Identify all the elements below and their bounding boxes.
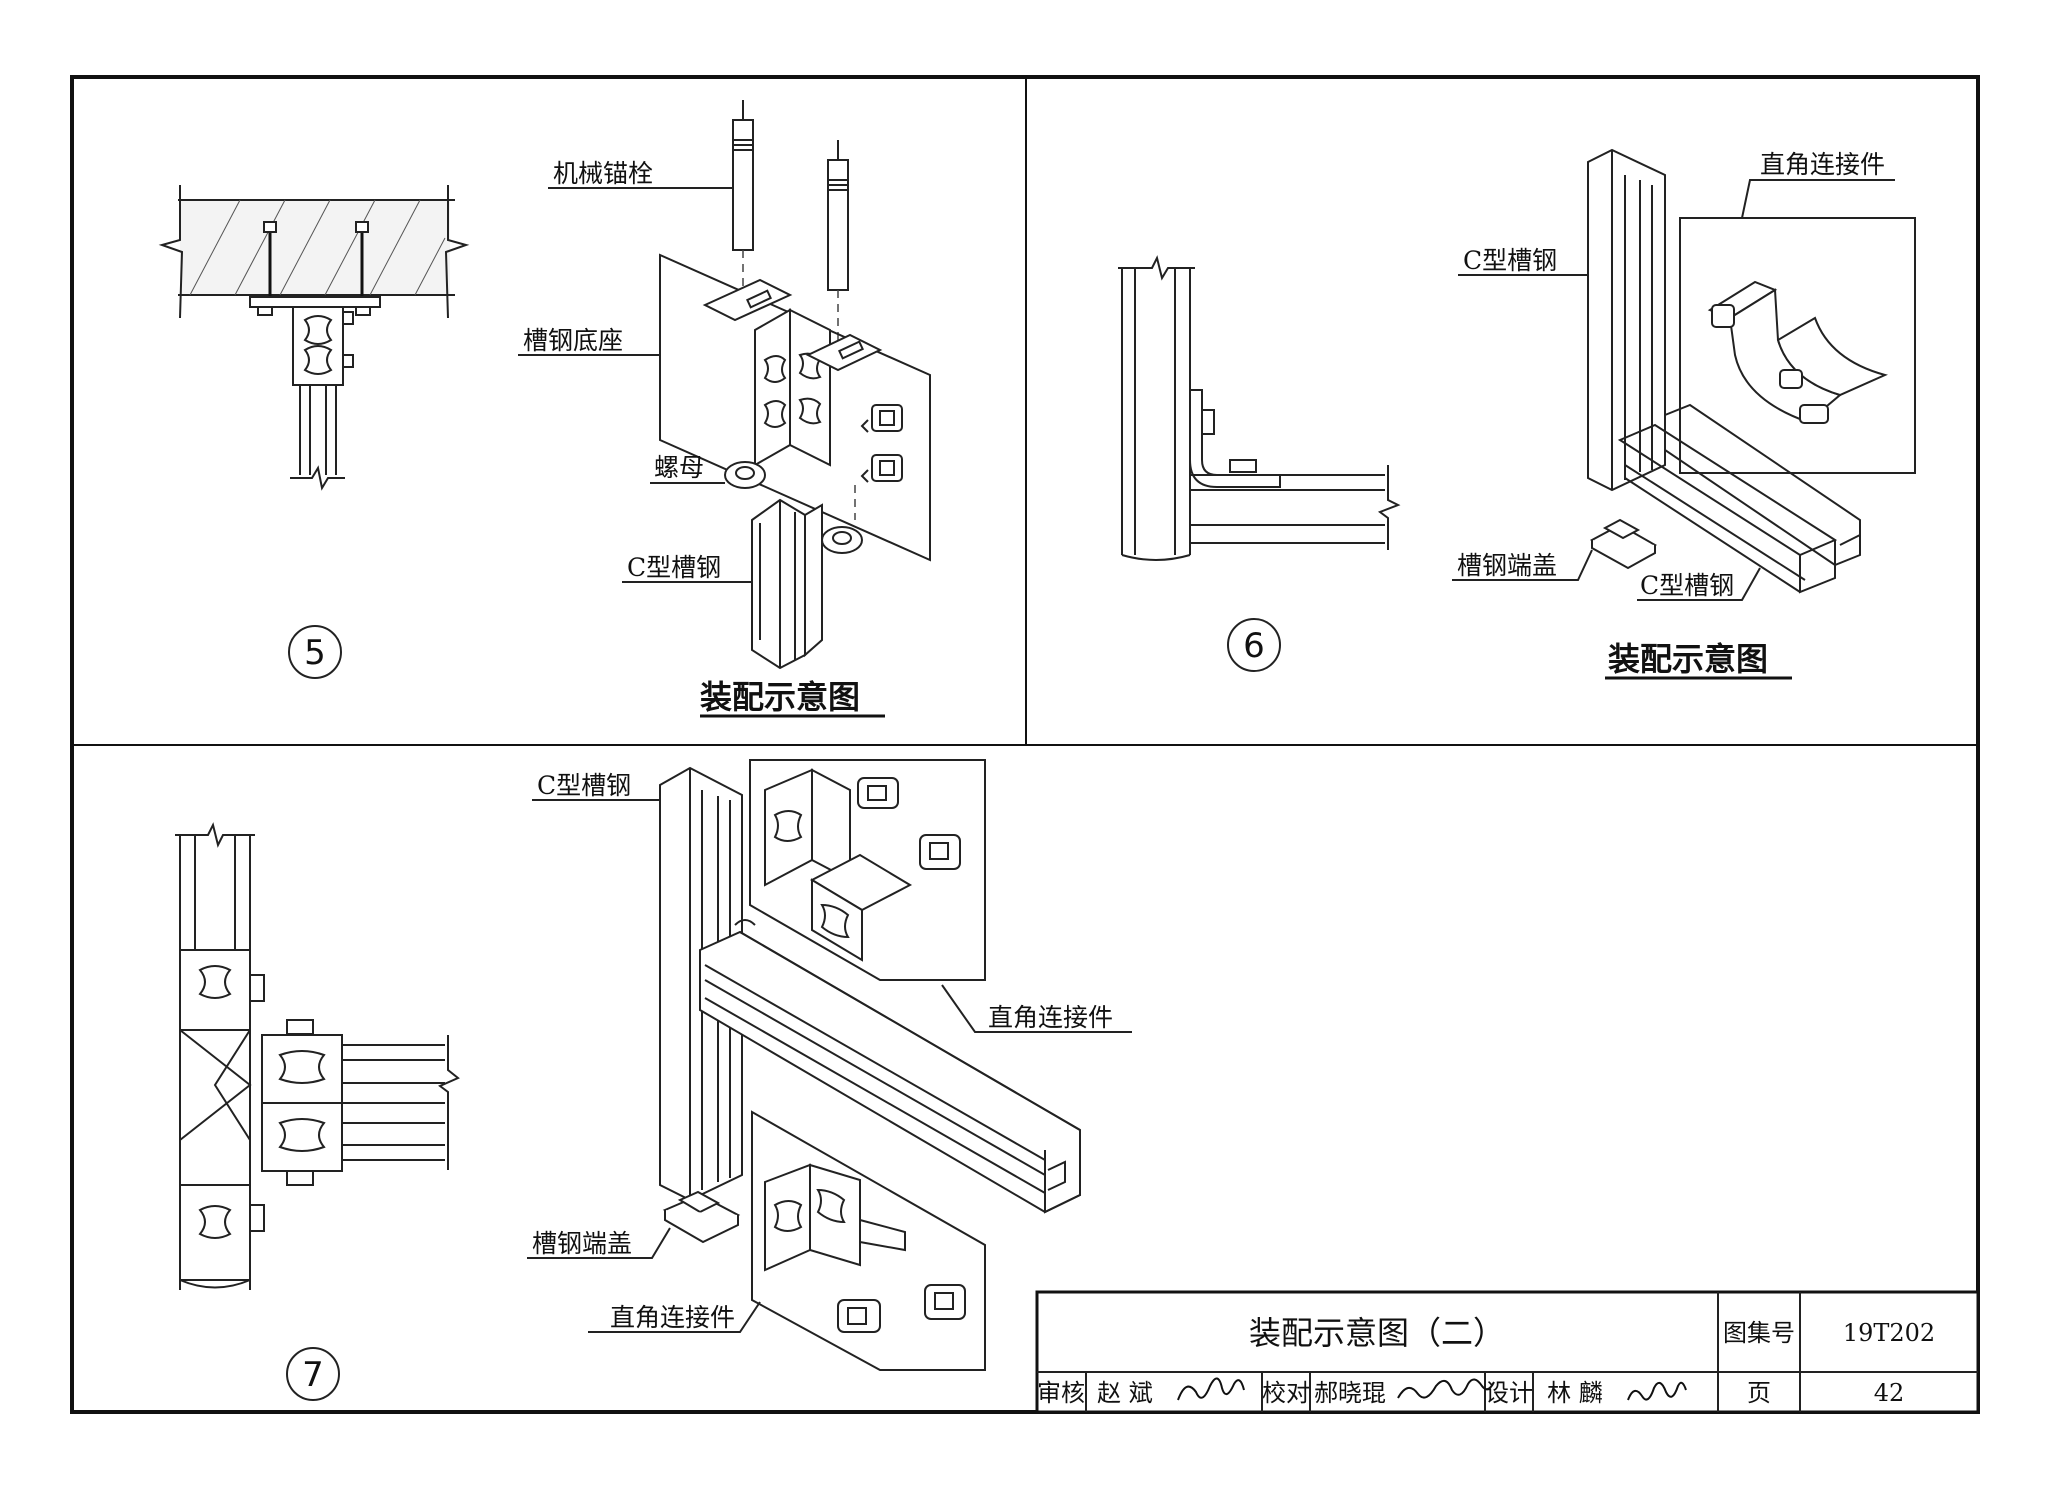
caption-5: 装配示意图: [700, 678, 860, 716]
connector-detail-frame-6: [1679, 217, 1916, 474]
anchor-bolt-right: [827, 140, 849, 340]
corner-elevation-view: [1118, 255, 1401, 561]
anchor-bolt-left: [732, 100, 754, 300]
label-anchor-bolt: 机械锚栓: [553, 159, 653, 188]
right-angle-connector-lower-7: [764, 1163, 966, 1333]
channel-base-bracket: [702, 278, 883, 467]
nut-left: [724, 461, 766, 489]
label-c-channel-7: C型槽钢: [537, 771, 631, 800]
check-label: 校对: [1262, 1379, 1310, 1407]
c-channel-horizontal-7: [699, 919, 1081, 1214]
assembly-iso-view-7: [659, 759, 1081, 1371]
bolt-nut-upper: [860, 404, 903, 433]
label-right-angle-connector-6: 直角连接件: [1760, 150, 1885, 179]
atlas-number: 19T202: [1843, 1319, 1935, 1347]
channel-end-cap-7: [662, 1190, 741, 1244]
page-label: 页: [1747, 1379, 1771, 1407]
label-right-angle-connector-upper-7: 直角连接件: [988, 1003, 1113, 1032]
panel-5: 机械锚栓 槽钢底座 螺母 C型槽钢 装配示意图 5: [158, 100, 931, 718]
reviewer-name: 赵 斌: [1097, 1379, 1153, 1407]
connector-detail-frame-upper-7: [749, 759, 986, 981]
designer-signature: [1627, 1381, 1687, 1401]
designer-name: 林 麟: [1547, 1379, 1603, 1407]
checker-name: 郝晓琨: [1314, 1379, 1386, 1407]
channel-end-cap-6: [1589, 518, 1658, 570]
c-channel-5: [751, 498, 823, 670]
title-block: 装配示意图（二） 图集号 19T202 审核 赵 斌 校对 郝晓琨 设计 林 麟…: [1035, 1290, 1980, 1414]
slab-section-view: [158, 185, 470, 491]
drawing-title: 装配示意图（二）: [1249, 1314, 1505, 1352]
checker-signature: [1397, 1378, 1495, 1399]
label-right-angle-connector-lower-7: 直角连接件: [610, 1303, 735, 1332]
atlas-number-label: 图集号: [1723, 1319, 1795, 1347]
detail-number-circle-5: [288, 625, 342, 679]
detail-number-6: 6: [1243, 626, 1265, 666]
caption-6: 装配示意图: [1608, 640, 1768, 678]
assembly-iso-view-5: [659, 100, 931, 670]
tee-elevation-view: [175, 822, 460, 1290]
reviewer-signature: [1177, 1377, 1245, 1401]
c-channel-horizontal-6: [1617, 403, 1861, 594]
label-c-channel-top-6: C型槽钢: [1463, 246, 1557, 275]
panel-7: C型槽钢 直角连接件 槽钢端盖 直角连接件 7: [175, 759, 1132, 1401]
detail-number-7: 7: [302, 1355, 324, 1395]
panel-6: C型槽钢 直角连接件 槽钢端盖 C型槽钢 装配示意图 6: [1118, 148, 1916, 680]
connector-detail-frame-lower-7: [751, 1110, 986, 1371]
review-label: 审核: [1037, 1379, 1085, 1407]
design-label: 设计: [1485, 1379, 1533, 1407]
label-end-cap-7: 槽钢端盖: [532, 1229, 632, 1258]
detail-number-circle-7: [286, 1347, 340, 1401]
label-end-cap-6: 槽钢端盖: [1457, 551, 1557, 580]
detail-number-5: 5: [304, 633, 326, 673]
bolt-nut-lower: [860, 454, 903, 483]
label-channel-base: 槽钢底座: [523, 326, 623, 355]
assembly-iso-view-6: [1587, 148, 1916, 594]
c-channel-vertical-6: [1587, 148, 1666, 492]
nut-right: [821, 526, 863, 554]
page-number: 42: [1874, 1379, 1905, 1407]
label-c-channel-5: C型槽钢: [627, 553, 721, 582]
detail-number-circle-6: [1227, 618, 1281, 672]
right-angle-connector-upper-7: [764, 768, 961, 962]
right-angle-connector-6: [1707, 280, 1888, 424]
mounting-plane: [659, 253, 931, 562]
label-nut: 螺母: [654, 453, 704, 482]
label-c-channel-bottom-6: C型槽钢: [1640, 571, 1734, 600]
